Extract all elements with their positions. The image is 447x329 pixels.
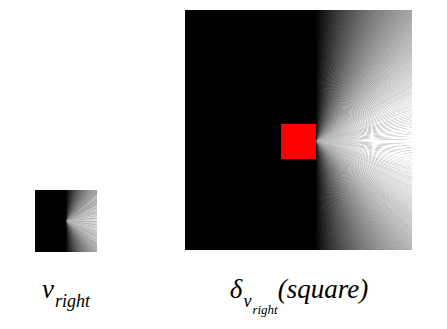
field-wedge [316,139,412,149]
field-wedge [316,10,368,141]
square-shape [281,124,316,159]
math-subscript: ν [243,292,252,310]
field-wedge [35,215,66,221]
field-wedge [316,141,412,176]
field-wedge [35,198,66,221]
field-wedge [316,141,412,185]
field-wedge [51,221,66,252]
field-wedge [66,190,87,221]
field-wedge [66,190,81,221]
field-wedge [35,202,66,221]
field-wedge [53,221,66,252]
field-wedge [66,221,97,225]
field-wedge [47,221,66,252]
field-wedge [316,10,360,141]
field-wedge [316,10,351,141]
field-wedge [66,221,97,224]
field-wedge [66,221,97,238]
field-wedge [66,190,89,221]
field-wedge [66,190,85,221]
field-wedge [45,221,66,252]
field-wedge [316,141,412,158]
field-wedge [43,221,66,252]
distance-field [185,10,412,250]
math-symbol: ν [42,276,55,303]
field-wedge [66,221,97,234]
field-wedge [66,221,97,242]
field-wedge [66,190,74,221]
field-wedge [66,190,72,221]
field-wedge [316,141,412,193]
field-wedge [66,190,70,221]
field-wedge [58,221,66,252]
field-wedge [66,190,76,221]
field-wedge [66,221,97,240]
field-wedge [66,221,97,231]
field-wedge [66,221,97,236]
direction-field [35,190,97,252]
field-wedge [316,141,412,202]
field-wedge [316,10,342,141]
field-wedge [49,221,66,252]
field-wedge [66,190,83,221]
field-wedge [60,221,66,252]
math-label: νright [42,276,90,303]
field-wedge [66,190,79,221]
field-wedge [35,204,66,221]
field-wedge [35,208,66,221]
field-wedge [66,221,97,227]
field-wedge [35,206,66,221]
field-wedge [35,217,66,221]
field-wedge [66,221,97,229]
field-shadow [185,10,281,250]
field-wedge [62,221,66,252]
math-subscript: right [55,292,90,310]
math-symbol: (square) [278,276,368,303]
field-wedge [316,10,333,141]
field-wedge [35,213,66,221]
field-wedge [56,221,66,252]
math-symbol: δ [230,276,244,303]
field-wedge [316,141,412,167]
math-subscript: right [252,303,277,316]
math-label: δνright(square) [230,276,368,303]
field-wedge [316,141,412,228]
field-wedge [316,141,412,211]
field-wedge [66,221,97,244]
field-wedge [316,141,412,219]
field-wedge [35,211,66,221]
field-wedge [35,200,66,221]
